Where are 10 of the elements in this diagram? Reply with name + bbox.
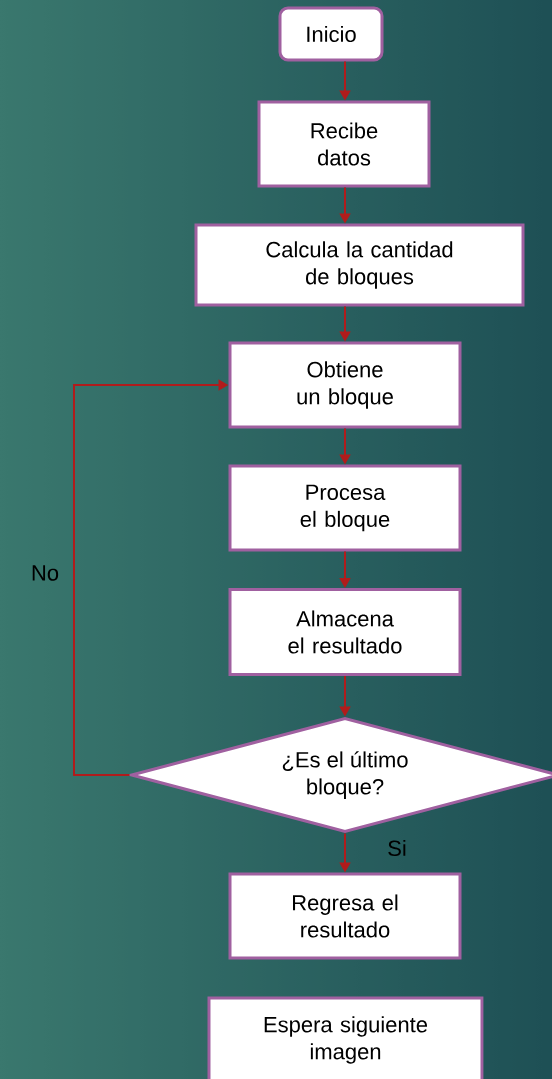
edge-label: Si [388,839,406,857]
process-box: Regresa el resultado [228,872,462,960]
start-terminal: Inicio [278,6,384,62]
process-box: Almacena el resultado [228,588,462,676]
process-box: Obtiene un bloque [228,341,462,429]
edge-label: No [32,565,59,581]
process-box: Calcula la cantidad de bloques [194,223,525,307]
process-box: Procesa el bloque [228,464,462,552]
process-box: Recibe datos [257,100,431,188]
process-box: Espera siguiente imagen [207,996,484,1079]
